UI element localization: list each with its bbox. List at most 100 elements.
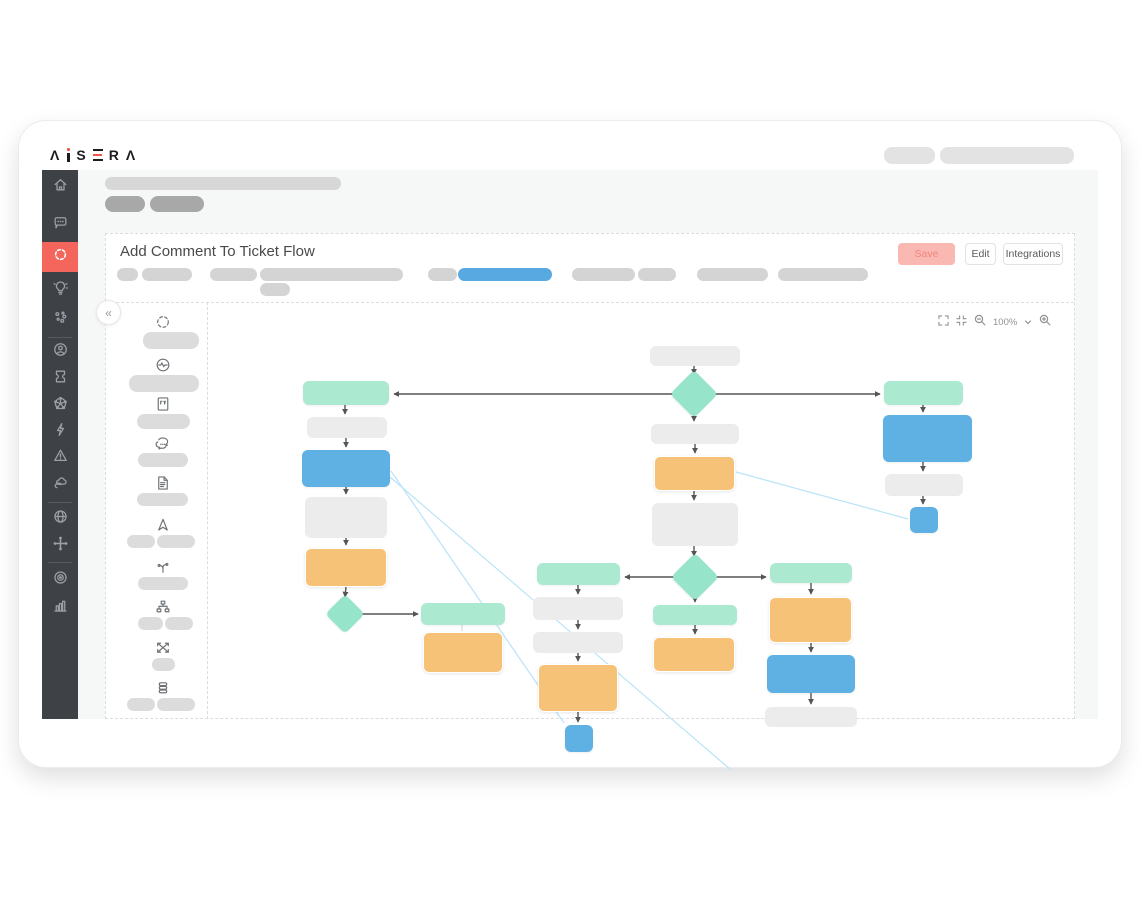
flow-node-orange[interactable] [305,548,387,587]
palette-label-placeholder [127,698,155,711]
palette-label-placeholder [137,493,188,506]
palette-divider [207,302,208,719]
target-icon [52,569,69,591]
flow-node-mint[interactable] [884,381,963,405]
tab-pill[interactable] [572,268,635,281]
zoom-in-icon[interactable] [1039,313,1051,331]
palette-label-placeholder [138,577,188,590]
tab-pill[interactable] [142,268,192,281]
file-icon[interactable] [153,473,173,493]
flow-node-mint[interactable] [537,563,620,585]
sidebar-item-bar-chart[interactable] [42,595,78,621]
tab-pill[interactable] [638,268,676,281]
sidebar-nav [42,170,78,719]
tab-pill[interactable] [260,268,403,281]
edit-button[interactable]: Edit [965,243,996,265]
logo-letter-i [66,146,71,164]
tab-pill[interactable] [697,268,768,281]
sync-icon[interactable] [153,312,173,332]
tab-sub-placeholder [260,283,290,296]
flow-node-gray[interactable] [885,474,963,496]
flow-node-gray[interactable] [307,417,387,438]
collapse-palette-button[interactable]: « [96,300,121,325]
logo-letter: S [76,147,87,163]
zoom-out-icon[interactable] [974,313,986,331]
workspace-divider [106,302,1074,303]
branch-icon[interactable] [153,557,173,577]
network-icon [52,395,69,417]
active-tab-pill[interactable] [458,268,552,281]
sidebar-item-target[interactable] [42,567,78,593]
palette-label-placeholder [127,535,155,548]
flow-node-orange[interactable] [654,456,735,491]
sidebar-item-move[interactable] [42,533,78,559]
sidebar-item-bulb[interactable] [42,277,78,303]
flow-node-gray[interactable] [305,497,387,538]
warning-icon [52,447,69,469]
palette-label-placeholder [165,617,193,630]
flow-node-blue[interactable] [565,725,593,752]
flow-node-blue[interactable] [767,655,855,693]
compress-icon[interactable] [956,313,967,331]
tab-pill[interactable] [778,268,868,281]
flow-node-gray[interactable] [533,632,623,653]
top-right-placeholder [884,147,935,164]
flow-node-gray[interactable] [652,503,738,546]
tab-pill[interactable] [210,268,257,281]
bolt-icon [52,421,69,443]
tab-pill[interactable] [428,268,457,281]
location-arrow-icon[interactable] [153,515,173,535]
flow-node-gray[interactable] [650,346,740,366]
clouds-icon [52,474,69,496]
flow-node-orange[interactable] [653,637,735,672]
flow-node-mint[interactable] [303,381,389,405]
flow-node-blue[interactable] [302,450,390,487]
flow-node-orange[interactable] [423,632,503,673]
globe-icon [52,508,69,530]
palette-label-placeholder [129,375,199,392]
chat-bubbles-icon[interactable] [153,433,173,453]
tab-pill[interactable] [117,268,138,281]
layers-icon[interactable] [153,678,173,698]
palette-label-placeholder [138,617,163,630]
sidebar-item-network[interactable] [42,393,78,419]
sidebar-item-warning[interactable] [42,445,78,471]
sidebar-item-scatter[interactable] [42,307,78,333]
flow-node-mint[interactable] [653,605,737,625]
sidebar-item-bolt[interactable] [42,419,78,445]
sidebar-item-flow[interactable] [42,242,78,272]
flow-node-orange[interactable] [538,664,618,712]
fit-screen-icon[interactable] [938,313,949,331]
logo-letter: Λ [50,147,61,163]
user-icon [52,341,69,363]
sidebar-item-user[interactable] [42,339,78,365]
calendar-doc-icon[interactable] [153,394,173,414]
sidebar-divider [48,502,72,503]
sitemap-icon[interactable] [153,597,173,617]
chevron-down-icon[interactable] [1024,313,1032,331]
sidebar-item-globe[interactable] [42,506,78,532]
flow-node-gray[interactable] [651,424,739,444]
logo-letter-e [92,146,103,164]
palette-label-placeholder [157,535,195,548]
flow-node-blue[interactable] [883,415,972,462]
flow-node-orange[interactable] [769,597,852,643]
shuffle-icon[interactable] [153,638,173,658]
integrations-button[interactable]: Integrations [1003,243,1063,265]
palette-label-placeholder [157,698,195,711]
flow-node-mint[interactable] [421,603,505,625]
bar-chart-icon [52,597,69,619]
pulse-icon[interactable] [153,355,173,375]
flow-node-gray[interactable] [765,707,857,727]
sidebar-item-clouds[interactable] [42,472,78,498]
flow-node-blue[interactable] [910,507,938,533]
flow-node-gray[interactable] [533,597,623,620]
sidebar-item-ticket[interactable] [42,366,78,392]
sidebar-item-home[interactable] [42,174,78,200]
home-icon [52,176,69,198]
sidebar-item-chat[interactable] [42,212,78,238]
save-button[interactable]: Save [898,243,955,265]
flow-node-mint[interactable] [770,563,852,583]
collapse-left-icon: « [105,305,112,320]
